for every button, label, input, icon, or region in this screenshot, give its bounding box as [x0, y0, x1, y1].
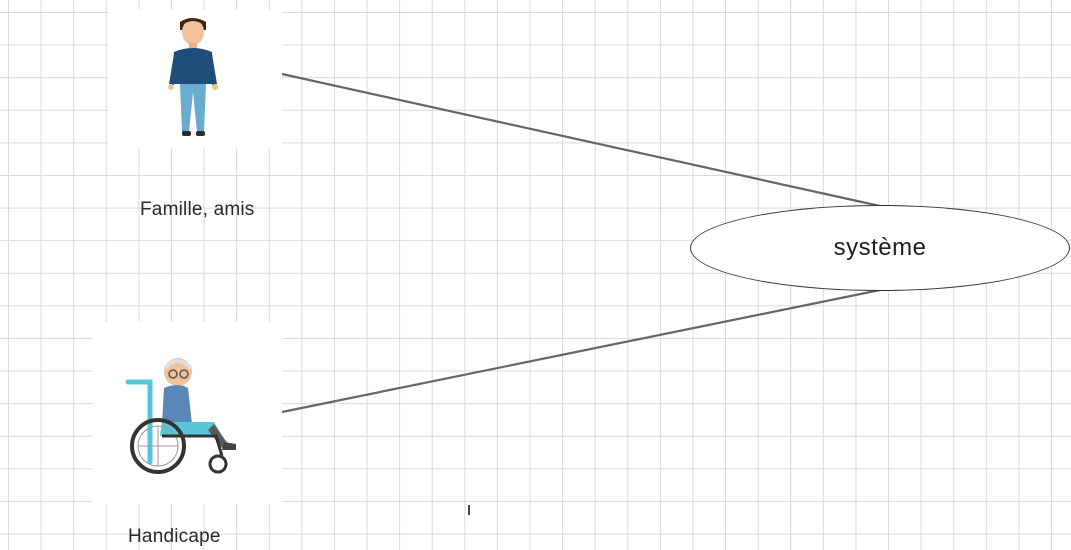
- association-line-handicape[interactable]: [282, 290, 880, 412]
- use-case-label: système: [834, 234, 927, 262]
- use-case-systeme[interactable]: système: [690, 205, 1070, 291]
- standing-person-icon: [108, 10, 282, 148]
- actor-famille[interactable]: [108, 10, 282, 148]
- wheelchair-user-icon: [92, 322, 282, 504]
- actor-handicape[interactable]: [92, 322, 282, 504]
- actor-label-handicape: Handicape: [128, 526, 221, 548]
- association-line-famille[interactable]: [282, 74, 880, 206]
- actor-label-famille: Famille, amis: [140, 199, 255, 221]
- text-cursor-mark: [468, 505, 470, 515]
